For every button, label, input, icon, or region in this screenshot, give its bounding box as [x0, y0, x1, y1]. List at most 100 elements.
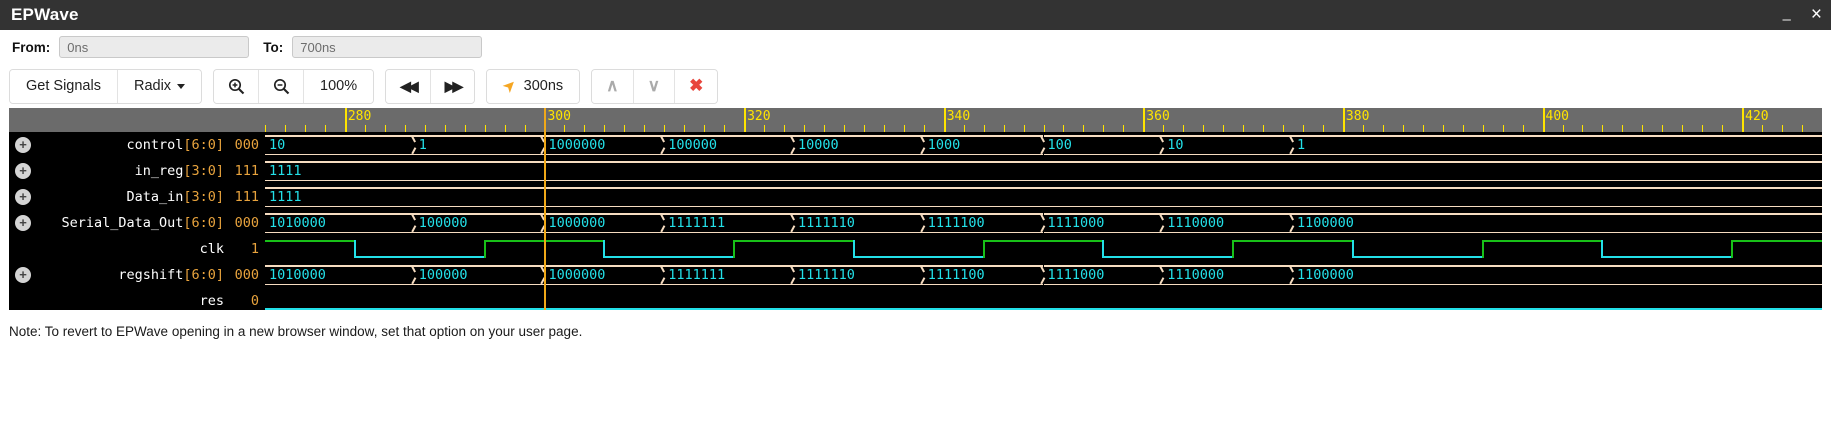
signal-value-label: 111	[234, 189, 259, 205]
minimize-icon[interactable]: –	[1782, 10, 1791, 28]
footer-note: Note: To revert to EPWave opening in a n…	[9, 324, 583, 339]
bus-value-text: 1111	[269, 189, 302, 205]
bus-segment: 1110000	[1163, 213, 1294, 233]
clock-tail-level	[1732, 240, 1822, 242]
name-column-header	[9, 108, 265, 132]
ruler-major-tick	[1342, 108, 1345, 132]
ruler-minor-tick	[784, 125, 785, 132]
ruler-minor-tick	[1582, 125, 1584, 132]
double-left-arrow-icon: ◀◀	[400, 77, 418, 94]
ruler-minor-tick	[604, 125, 606, 132]
signal-row-in_reg[interactable]: +in_reg[3:0]111	[9, 158, 265, 184]
ruler-minor-tick	[304, 125, 306, 132]
cursor-arrow-icon: ➤	[499, 75, 522, 98]
ruler-minor-tick	[1183, 125, 1185, 132]
bus-value-text: 1111111	[668, 267, 726, 283]
close-icon[interactable]: ×	[1810, 3, 1822, 25]
expand-icon[interactable]: +	[15, 189, 31, 205]
ruler-minor-tick	[1083, 125, 1085, 132]
move-signal-down-button[interactable]: ∨	[633, 69, 676, 103]
signal-value-label: 0	[250, 293, 259, 309]
bus-value-text: 1111100	[927, 215, 985, 231]
bus-segment: 1111100	[923, 265, 1044, 285]
bus-value-text: 100	[1047, 137, 1072, 153]
expand-icon[interactable]: +	[15, 215, 31, 231]
bus-value-text: 1111110	[797, 215, 855, 231]
clock-falling-edge	[1601, 240, 1604, 258]
ruler-minor-tick	[1163, 125, 1165, 132]
bus-segment: 1010000	[265, 213, 415, 233]
signal-row-regshift[interactable]: +regshift[6:0]000	[9, 262, 265, 288]
ruler-minor-tick	[584, 125, 586, 132]
move-signal-up-button[interactable]: ∧	[592, 69, 634, 103]
previous-edge-button[interactable]: ◀◀	[386, 69, 431, 103]
window-title-bar: EPWave – ×	[0, 0, 1831, 30]
signal-row-control[interactable]: +control[6:0]000	[9, 132, 265, 158]
clock-low-level	[853, 256, 984, 258]
signal-value-label: 000	[234, 137, 259, 153]
bus-segment: 1000	[923, 135, 1044, 155]
ruler-minor-tick	[364, 125, 366, 132]
bus-transition	[661, 265, 668, 285]
bus-segment: 1000000	[544, 213, 665, 233]
next-edge-button[interactable]: ▶▶	[430, 69, 475, 103]
signal-bits-label: [6:0]	[183, 267, 224, 283]
clock-low-level	[1103, 256, 1234, 258]
clock-high-level	[1482, 240, 1603, 242]
signal-name-label: Data_in	[126, 189, 184, 205]
ruler-minor-tick	[724, 125, 726, 132]
bus-transition	[921, 135, 928, 155]
expand-icon[interactable]: +	[15, 137, 31, 153]
signal-name-label: Serial_Data_Out	[61, 215, 184, 231]
waveform-lane-data_in[interactable]: 1111	[265, 184, 1822, 210]
ruler-minor-tick	[1602, 125, 1604, 132]
bus-value-text: 1111110	[797, 267, 855, 283]
expand-icon[interactable]: +	[15, 267, 31, 283]
waveform-viewer[interactable]: +control[6:0]000+in_reg[3:0]111+Data_in[…	[9, 108, 1822, 310]
signal-row-data_in[interactable]: +Data_in[3:0]111	[9, 184, 265, 210]
ruler-tick-label: 360	[1146, 109, 1170, 124]
goto-time-button[interactable]: ➤ 300ns	[487, 69, 580, 103]
bus-value-text: 1000000	[548, 137, 606, 153]
radix-dropdown[interactable]: Radix	[117, 69, 202, 103]
ruler-minor-tick	[923, 125, 925, 132]
bus-segment: 100000	[414, 213, 545, 233]
ruler-minor-tick	[1023, 125, 1025, 132]
ruler-minor-tick	[1063, 125, 1065, 132]
ruler-minor-tick	[484, 125, 486, 132]
waveform-lane-res[interactable]	[265, 288, 1822, 310]
zoom-in-button[interactable]	[214, 69, 260, 103]
zoom-level-display[interactable]: 100%	[304, 69, 374, 103]
expand-icon[interactable]: +	[15, 163, 31, 179]
clock-high-level	[484, 240, 605, 242]
bus-segment: 1	[1293, 135, 1822, 155]
bus-segment: 1111100	[923, 213, 1044, 233]
get-signals-button[interactable]: Get Signals	[10, 69, 118, 103]
ruler-minor-tick	[424, 125, 426, 132]
ruler-minor-tick	[1003, 125, 1005, 132]
waveform-lane-clk[interactable]	[265, 236, 1822, 262]
signal-bits-label: [6:0]	[183, 215, 224, 231]
time-cursor[interactable]	[544, 108, 547, 310]
signal-value-label: 000	[234, 267, 259, 283]
zoom-out-button[interactable]	[259, 69, 305, 103]
bus-transition	[1041, 135, 1048, 155]
time-range-bar: From: 0ns To: 700ns	[0, 30, 1831, 64]
to-input[interactable]: 700ns	[292, 36, 483, 58]
signal-bits-label: [6:0]	[183, 137, 224, 153]
bus-value-text: 1110000	[1167, 215, 1225, 231]
from-input[interactable]: 0ns	[59, 36, 250, 58]
bus-segment: 10	[1163, 135, 1294, 155]
waveform-lane-in_reg[interactable]: 1111	[265, 158, 1822, 184]
signal-row-serial_data_out[interactable]: +Serial_Data_Out[6:0]000	[9, 210, 265, 236]
waveform-toolbar: Get Signals Radix 100% ◀◀ ▶▶ ➤ 300ns	[0, 64, 1831, 108]
ruler-minor-tick	[963, 125, 965, 132]
remove-signal-button[interactable]: ✖	[675, 69, 718, 103]
